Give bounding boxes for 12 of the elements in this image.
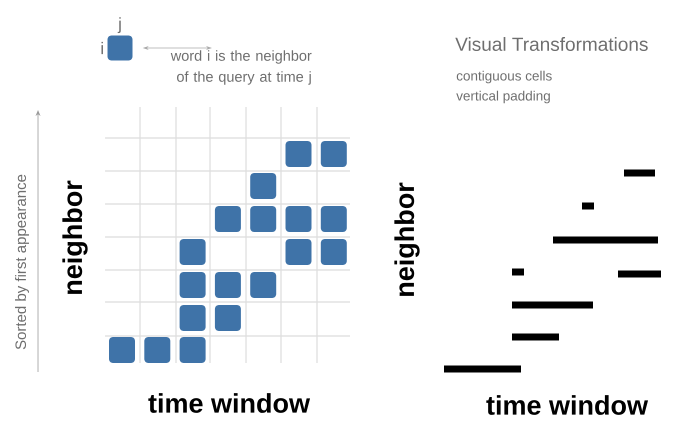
note-text: contiguous cells (456, 70, 552, 84)
explanation-text: word i is the neighbor of the query at time j (170, 50, 312, 85)
index-label: i (101, 42, 103, 54)
index-label: j (118, 17, 121, 34)
axis-label: time window (148, 393, 310, 413)
axis-label: neighbor (394, 182, 420, 296)
axis-label: neighbor (62, 180, 88, 294)
axis-label: Sorted by first appearance (15, 174, 29, 350)
note-text: vertical padding (456, 90, 550, 104)
axis-label: time window (486, 395, 648, 415)
panel-heading: Visual Transformations (455, 37, 648, 51)
cell-square (108, 36, 132, 60)
